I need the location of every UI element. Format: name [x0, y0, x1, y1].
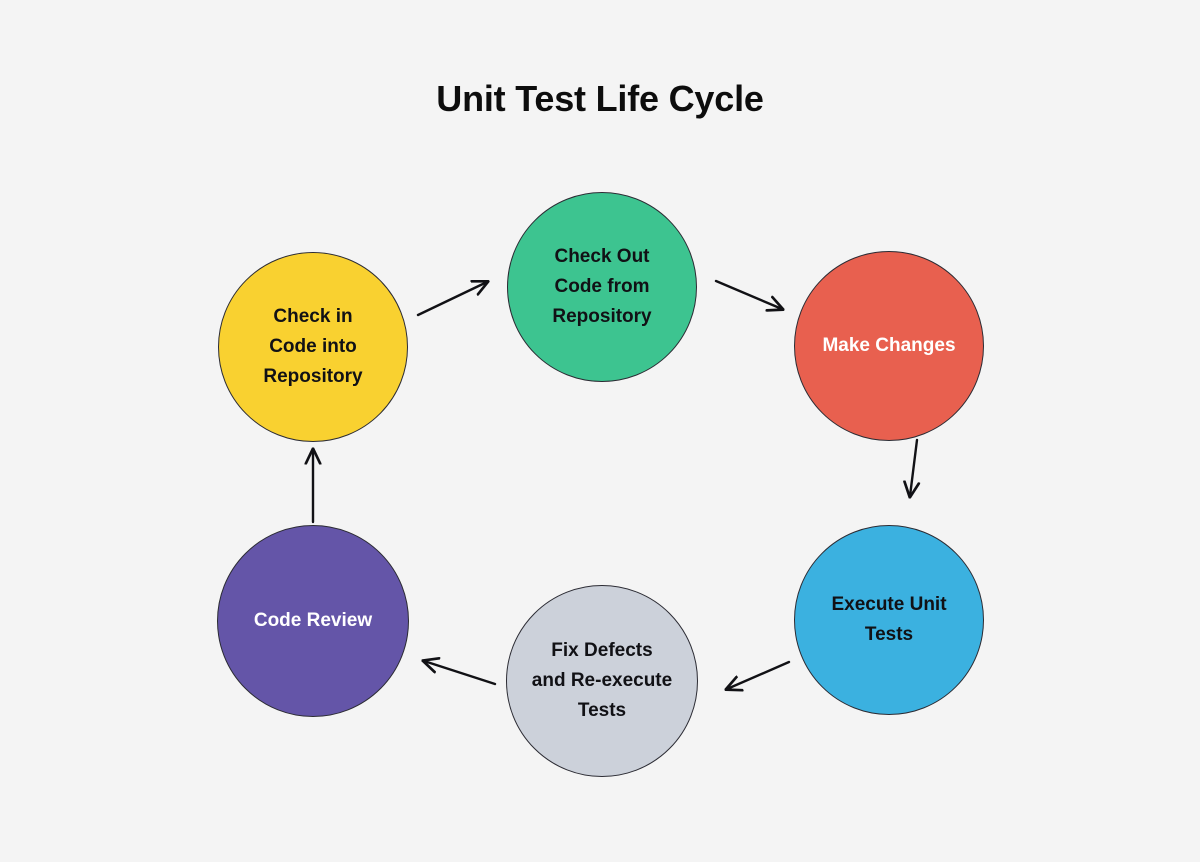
node-check-out-code[interactable]: Check Out Code from Repository — [507, 192, 697, 382]
node-label-check-in-code: Check in Code into Repository — [263, 305, 363, 387]
node-code-review[interactable]: Code Review — [217, 525, 409, 717]
edge-execute-to-fix-defects — [727, 660, 791, 689]
node-label-execute-unit-tests: Execute Unit Tests — [831, 593, 947, 645]
node-execute-unit-tests[interactable]: Execute Unit Tests — [794, 525, 984, 715]
edge-check-in-to-check-out — [416, 282, 487, 317]
node-check-in-code[interactable]: Check in Code into Repository — [218, 252, 408, 442]
node-label-code-review: Code Review — [253, 609, 373, 631]
node-fix-defects[interactable]: Fix Defects and Re-execute Tests — [506, 585, 698, 777]
page-title: Unit Test Life Cycle — [436, 78, 764, 119]
edge-check-out-to-make-changes — [714, 279, 782, 309]
edge-fix-defects-to-code-review — [424, 661, 497, 686]
node-label-check-out-code: Check Out Code from Repository — [552, 245, 652, 327]
edge-make-changes-to-execute — [910, 438, 917, 496]
node-label-make-changes: Make Changes — [822, 334, 956, 356]
node-make-changes[interactable]: Make Changes — [794, 251, 984, 441]
node-label-fix-defects: Fix Defects and Re-execute Tests — [531, 639, 673, 721]
